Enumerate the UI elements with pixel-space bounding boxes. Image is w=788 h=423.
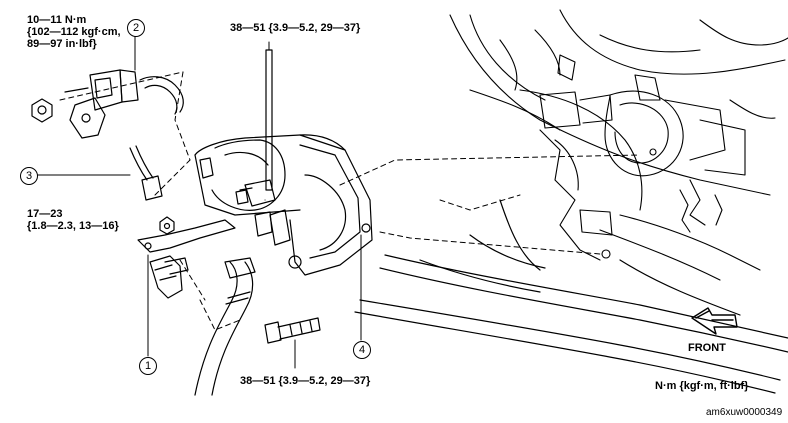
- torque-nut-terminal-line-3: 89—97 in·lbf}: [27, 38, 97, 50]
- callout-2: 2: [127, 19, 145, 37]
- front-label: FRONT: [688, 342, 726, 354]
- terminal-b-cable: [64, 69, 184, 139]
- upper-bolt: [265, 49, 273, 191]
- callout-4: 4: [353, 341, 371, 359]
- torque-bolt-upper: 38—51 {3.9—5.2, 29—37}: [230, 22, 361, 34]
- callout-leaders: [35, 34, 362, 369]
- front-arrow-icon: [691, 307, 738, 335]
- starter-nut: [159, 216, 175, 235]
- torque-nut-starter-line-1: 17—23: [27, 208, 63, 220]
- callout-3: 3: [20, 167, 38, 185]
- torque-nut-terminal-line-2: {102—112 kgf·cm,: [27, 26, 121, 38]
- starter-bracket: [137, 219, 236, 299]
- image-code: am6xuw0000349: [706, 407, 783, 418]
- lower-bolt: [264, 317, 321, 344]
- starter-motor: [194, 134, 373, 276]
- transmission-housing: [449, 9, 788, 281]
- torque-nut-starter-line-2: {1.8—2.3, 13—16}: [27, 220, 119, 232]
- hose: [194, 257, 256, 396]
- guide-lines: [59, 71, 641, 331]
- terminal-nut: [31, 98, 53, 123]
- torque-nut-starter: 17—23 {1.8—2.3, 13—16}: [27, 208, 119, 232]
- torque-nut-terminal-line-1: 10—11 N·m: [27, 14, 87, 26]
- units-note: N·m {kgf·m, ft·lbf}: [655, 380, 749, 392]
- torque-bolt-lower: 38—51 {3.9—5.2, 29—37}: [240, 375, 371, 387]
- callout-1: 1: [139, 357, 157, 375]
- torque-nut-terminal: 10—11 N·m {102—112 kgf·cm, 89—97 in·lbf}: [27, 14, 121, 50]
- terminal-s-wire: [129, 145, 163, 201]
- frame-rails: [354, 199, 788, 394]
